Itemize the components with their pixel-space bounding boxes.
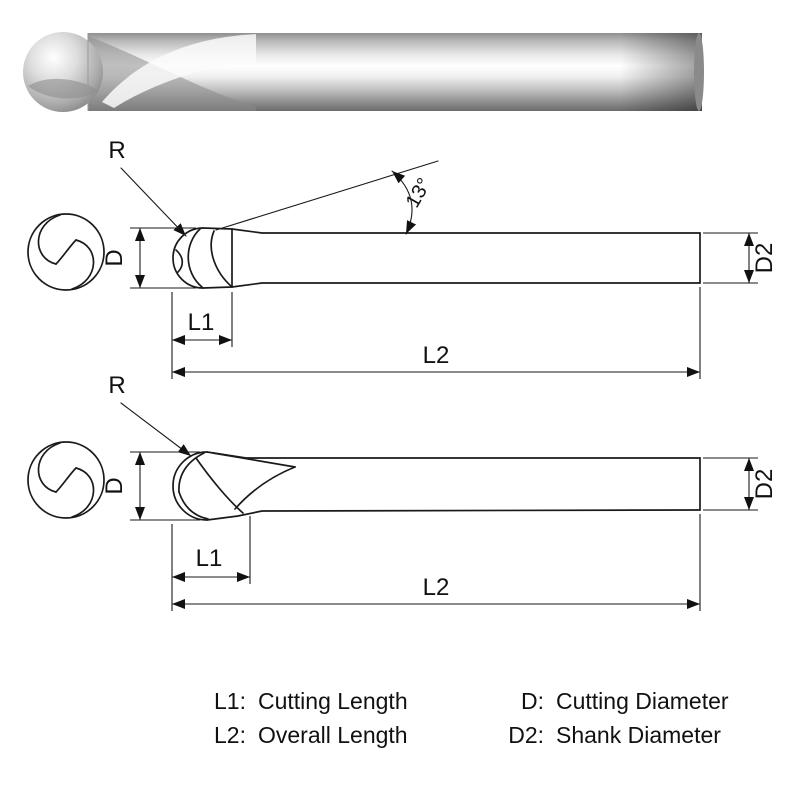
- legend-key-d: D:: [521, 688, 544, 714]
- dimension-d-2: D: [101, 451, 200, 521]
- label-l1-2: L1: [196, 545, 223, 572]
- legend-value-l2: Overall Length: [258, 722, 408, 748]
- radius-leader-2: [120, 402, 192, 457]
- angle-arc: [391, 170, 417, 235]
- ball-nose-photo: [23, 32, 103, 112]
- dimension-d2-2: D2: [703, 457, 778, 511]
- label-d2-2: D2: [751, 469, 778, 500]
- legend-value-l1: Cutting Length: [258, 688, 408, 714]
- label-radius-1: R: [108, 137, 125, 164]
- radius-leader-1: [120, 167, 187, 237]
- shank-end-shading: [620, 33, 702, 111]
- dimension-l2-2: L2: [172, 514, 701, 611]
- dimension-d2-1: D2: [703, 232, 778, 284]
- end-view-2: [27, 441, 105, 519]
- legend-value-d: Cutting Diameter: [556, 688, 729, 714]
- end-view-1: [27, 213, 105, 291]
- label-d-2: D: [101, 477, 128, 494]
- side-view-1: R 13° D: [27, 137, 778, 379]
- label-l2-2: L2: [423, 574, 450, 601]
- legend: L1: Cutting Length D: Cutting Diameter L…: [188, 686, 729, 750]
- cutter-profile-1: [172, 227, 701, 289]
- dimension-l1-1: L1: [171, 292, 233, 379]
- label-l1-1: L1: [188, 309, 215, 336]
- legend-key-l2: L2:: [214, 722, 246, 748]
- cutter-profile-2: [172, 451, 701, 521]
- shank-end-cap: [694, 33, 704, 111]
- label-d-1: D: [101, 249, 128, 266]
- label-l2-1: L2: [423, 342, 450, 369]
- label-angle: 13°: [402, 174, 436, 211]
- taper-angle-1: 13°: [215, 160, 439, 235]
- side-view-2: R D D2: [27, 372, 778, 611]
- legend-key-l1: L1:: [214, 688, 246, 714]
- label-d2-1: D2: [751, 243, 778, 274]
- legend-key-d2: D2:: [508, 722, 544, 748]
- legend-value-d2: Shank Diameter: [556, 722, 721, 748]
- dimension-d-1: D: [101, 227, 196, 289]
- dimension-l2-1: L2: [172, 287, 701, 379]
- flute-highlight: [102, 34, 258, 108]
- label-radius-2: R: [108, 372, 125, 399]
- ball-flute-shadow: [28, 78, 99, 99]
- dimension-l1-2: L1: [171, 516, 251, 611]
- product-photo: [23, 32, 704, 112]
